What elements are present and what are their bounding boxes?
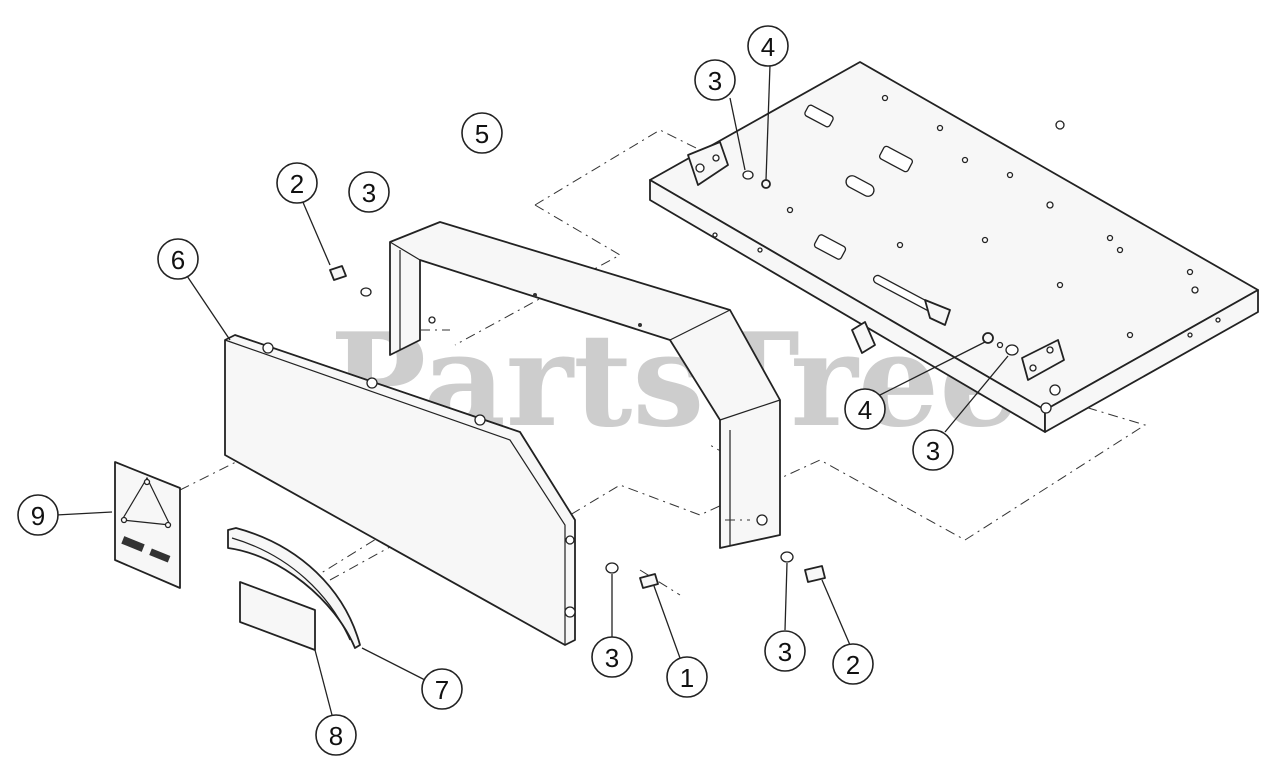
callout-9: 9 (17, 494, 59, 536)
svg-text:2: 2 (290, 169, 304, 199)
callout-4: 4 (747, 25, 789, 67)
svg-text:3: 3 (362, 178, 376, 208)
svg-text:3: 3 (778, 637, 792, 667)
callout-3: 3 (764, 630, 806, 672)
svg-text:9: 9 (31, 501, 45, 531)
svg-text:3: 3 (708, 66, 722, 96)
callout-2: 2 (832, 643, 874, 685)
callout-3: 3 (348, 171, 390, 213)
callout-7: 7 (421, 668, 463, 710)
deck-plate (649, 61, 1259, 433)
svg-text:6: 6 (171, 245, 185, 275)
callout-5: 5 (461, 112, 503, 154)
callout-6: 6 (157, 238, 199, 280)
svg-text:2: 2 (846, 650, 860, 680)
svg-text:8: 8 (329, 721, 343, 751)
callout-2: 2 (276, 162, 318, 204)
callout-3: 3 (912, 429, 954, 471)
svg-text:4: 4 (761, 32, 775, 62)
svg-text:4: 4 (858, 395, 872, 425)
leader-lines (55, 64, 1009, 716)
svg-text:7: 7 (435, 675, 449, 705)
deck-hardware (742, 170, 1019, 356)
callout-8: 8 (315, 714, 357, 756)
svg-text:1: 1 (680, 663, 694, 693)
callout-3: 3 (694, 59, 736, 101)
side-cover-panel (224, 334, 576, 646)
panel-hardware (329, 265, 826, 589)
callout-1: 1 (666, 656, 708, 698)
decal-plate (239, 581, 316, 651)
callout-3: 3 (591, 636, 633, 678)
frame-bracket (389, 221, 781, 549)
curved-trim (227, 527, 361, 649)
svg-text:3: 3 (926, 436, 940, 466)
triangle-decal (114, 461, 181, 589)
svg-text:3: 3 (605, 643, 619, 673)
svg-text:5: 5 (475, 119, 489, 149)
callout-4: 4 (844, 388, 886, 430)
